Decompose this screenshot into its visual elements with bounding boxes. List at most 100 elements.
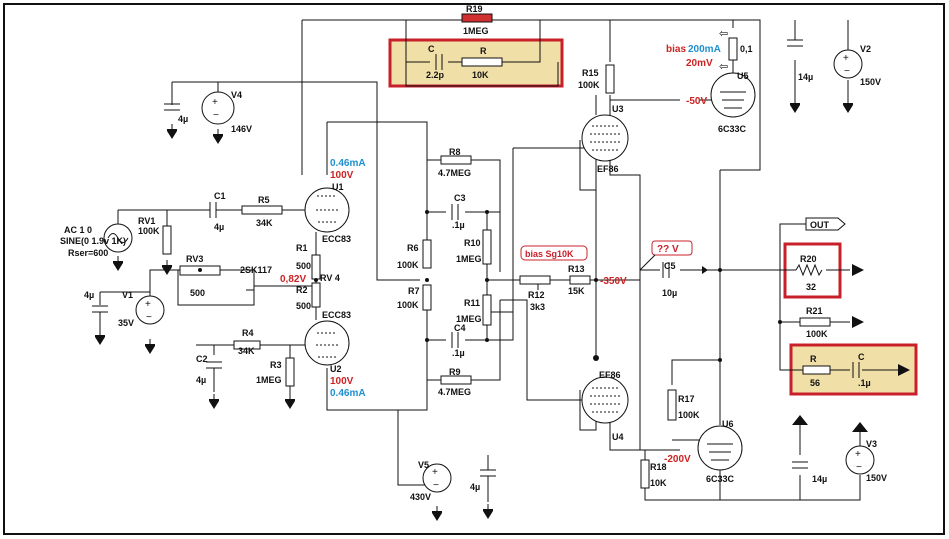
v1-ref: V1 [122,290,133,300]
svg-text:−: − [213,110,219,121]
tube-u5 [710,72,756,118]
u6-voltage: -200V [664,454,691,465]
c-feedback-value: 2.2p [426,70,445,80]
u2-voltage: 100V [330,376,354,387]
r9-ref: R9 [449,367,461,377]
resistor-r19 [461,13,493,23]
svg-text:−: − [856,462,862,473]
c4-ref: C4 [454,323,466,333]
capacitor-c1 [200,202,226,218]
r11-ref: R11 [464,298,480,308]
unknown-voltage-label: ?? V [657,244,679,255]
capacitor-c-feedback [435,54,443,70]
c-zobel-ref: C [858,352,865,362]
r21-ref: R21 [806,306,823,316]
source-line1: AC 1 0 [64,225,92,235]
v4-value: 146V [231,124,252,134]
r10-value: 1MEG [456,254,482,264]
c3-value: .1µ [452,220,465,230]
resistor-r15 [605,64,615,94]
labels: R19 1MEG C 2.2p R 10K V4 146V 4µ 0.46mA … [60,4,887,502]
resistor-r13 [569,275,591,285]
resistor-r2 [311,282,321,308]
resistor-r11 [482,294,492,326]
tube-u1 [304,187,350,233]
u2-current: 0.46mA [330,388,366,399]
tube-u2 [304,320,350,366]
r01-value: 0,1 [740,44,753,54]
u6-type: 6C33C [706,474,735,484]
resistor-r-feedback [461,57,503,67]
u3-ref: U3 [612,104,624,114]
r4-value: 34K [238,346,255,356]
rv3-ref: RV3 [186,254,203,264]
capacitor-c3 [451,204,459,220]
svg-text:−: − [146,312,152,323]
svg-text:−: − [433,480,439,491]
u5-ref: U5 [737,71,749,81]
cap-14u-top-value: 14µ [798,72,813,82]
junction-dots [314,210,782,362]
r13-value: 15K [568,286,585,296]
svg-text:+: + [212,97,218,108]
svg-text:⇦: ⇦ [719,61,728,73]
fet-ref: 2SK117 [240,265,272,275]
r7-value: 100K [397,300,419,310]
resistor-r6 [422,239,432,269]
resistor-r20 [795,263,823,277]
v5-value: 430V [410,492,431,502]
r4-ref: R4 [242,328,254,338]
c-feedback-ref: C [428,44,435,54]
voltage-source-v1 [135,295,165,325]
r11-value: 1MEG [456,314,482,324]
source-line3: Rser=600 [68,248,108,258]
resistor-r10 [482,229,492,265]
c4-value: .1µ [452,348,465,358]
u4-type: EF86 [599,370,621,380]
c2-value: 4µ [196,375,206,385]
r9-value: 4.7MEG [438,387,471,397]
r12-ref: R12 [528,290,545,300]
capacitor-4u-v5 [480,469,496,502]
svg-text:−: − [844,66,850,77]
r17-ref: R17 [678,394,695,404]
r15-value: 100K [578,80,600,90]
resistor-r4 [233,340,261,350]
r8-value: 4.7MEG [438,168,471,178]
u4-ref: U4 [612,432,624,442]
capacitor-14u-top [787,39,803,47]
svg-text:⇦: ⇦ [719,28,728,40]
v3-ref: V3 [866,439,877,449]
out-port-flag [805,217,846,231]
svg-text:+: + [843,53,849,64]
tube-u6 [697,425,743,471]
r20-value: 32 [806,282,816,292]
resistor-r-zobel [802,365,831,375]
u1-voltage: 100V [330,170,354,181]
r5-value: 34K [256,218,273,228]
r17-value: 100K [678,410,700,420]
v4-ref: V4 [231,90,242,100]
resistor-r3 [285,357,295,387]
rv1-ref: RV1 [138,216,155,226]
v3-value: 150V [866,473,887,483]
voltage-source-v5 [422,463,452,493]
bias-sg-label: bias Sg10K [525,249,574,259]
r13-ref: R13 [568,264,585,274]
r6-ref: R6 [407,243,419,253]
unknown-voltage-box [651,240,693,256]
frame-border [3,3,945,535]
u5-type: 6C33C [718,124,747,134]
u2-ref: U2 [330,364,342,374]
voltage-source-v4 [201,91,235,125]
bias-u5-label: bias [666,44,686,55]
r15-ref: R15 [582,68,599,78]
r19-value: 1MEG [463,26,489,36]
tube-u3 [581,114,629,162]
c2-ref: C2 [196,354,208,364]
r-feedback-ref: R [480,46,487,56]
capacitor-14u-bottom [792,461,808,469]
resistor-r21 [799,317,831,327]
